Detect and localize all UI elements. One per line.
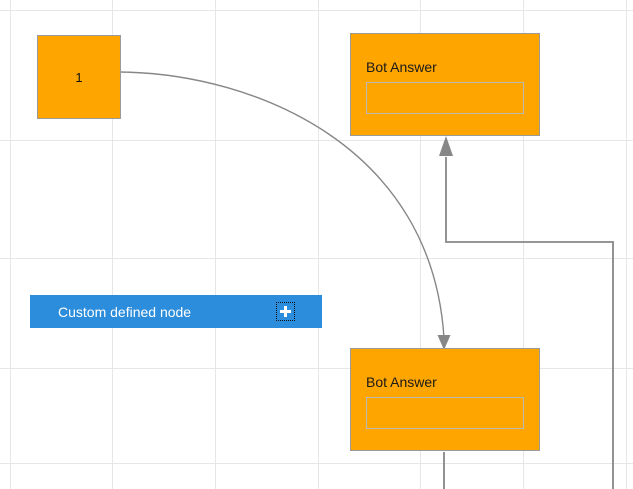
custom-defined-node-label: Custom defined node <box>58 303 192 320</box>
node-bot-answer-top[interactable]: Bot Answer <box>350 33 540 136</box>
plus-icon[interactable] <box>276 302 295 321</box>
grid-line-vertical <box>10 0 11 489</box>
node-bot-answer-bottom-title: Bot Answer <box>366 374 437 390</box>
node-bot-answer-bottom[interactable]: Bot Answer <box>350 348 540 451</box>
node-bot-answer-bottom-slot[interactable] <box>366 397 524 429</box>
grid-line-vertical <box>215 0 216 489</box>
grid-line-horizontal <box>0 10 633 11</box>
grid-line-horizontal <box>0 258 633 259</box>
grid-line-horizontal <box>0 140 633 141</box>
node-start[interactable]: 1 <box>37 35 121 119</box>
arrowhead-up-icon <box>439 136 453 156</box>
node-bot-answer-top-title: Bot Answer <box>366 59 437 75</box>
custom-defined-node-bar[interactable]: Custom defined node <box>30 295 322 328</box>
grid-line-vertical <box>318 0 319 489</box>
node-bot-answer-top-slot[interactable] <box>366 82 524 114</box>
grid-line-horizontal <box>0 463 633 464</box>
grid-line-vertical <box>626 0 627 489</box>
node-start-label: 1 <box>75 69 83 85</box>
